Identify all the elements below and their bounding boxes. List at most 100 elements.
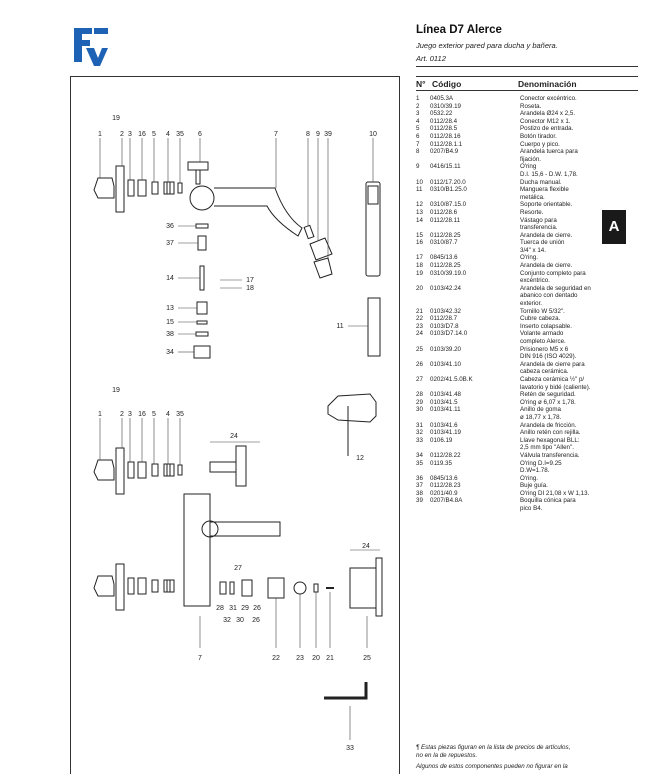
cell-code: 0112/28.7 — [430, 315, 458, 323]
cell-name: Postizo de entrada. — [520, 125, 574, 133]
part-39 — [313, 257, 333, 279]
cell-name: Volante armado — [520, 330, 564, 338]
part-8 — [303, 224, 315, 240]
cell-name: DIN 916 (ISO 4029). — [520, 353, 577, 361]
eccentric-connector-top — [93, 177, 115, 199]
cell-name: Vástago para — [520, 216, 557, 224]
cell-code: 0207/B4.8A — [430, 497, 463, 505]
cell-no: 20 — [416, 284, 423, 292]
cell-code — [428, 338, 520, 346]
body-spout-top — [214, 187, 303, 237]
footnote-line: ¶ Estas piezas figuran en la lista de pr… — [416, 744, 571, 751]
cell-code: 0112/17.20.0 — [430, 178, 466, 186]
cell-name: ø 18,77 x 1,78. — [520, 413, 562, 421]
callout-2-top: 2 — [120, 131, 124, 138]
callout-18: 18 — [246, 285, 254, 292]
cell-name: Roseta. — [520, 102, 542, 110]
cell-no: 36 — [416, 474, 423, 482]
cell-name: D.I. 15,6 - D.W. 1,78. — [520, 170, 578, 178]
inlet-top — [151, 181, 159, 195]
cell-name: Llave hexagonal BLL: — [520, 436, 580, 444]
callout-11: 11 — [336, 323, 343, 330]
table-row: 3/4" x 14. — [416, 247, 638, 255]
cell-no — [416, 277, 428, 285]
cell-name: Arandela de cierre. — [520, 262, 573, 270]
cell-no: 28 — [416, 391, 423, 399]
cell-name: metálica. — [520, 193, 545, 201]
guide-bush-37 — [197, 235, 207, 251]
connector-top — [163, 181, 175, 195]
callout-9: 9 — [316, 131, 320, 138]
cell-code — [428, 414, 520, 422]
cell-code: 0112/28.5 — [430, 125, 458, 133]
cell-name: exterior. — [520, 300, 543, 308]
cell-code — [428, 300, 520, 308]
cell-no — [416, 444, 428, 452]
o-ring-35-top — [177, 182, 183, 194]
cell-name: excéntrico. — [520, 277, 550, 285]
eccentric-connector-bottom — [93, 459, 115, 481]
callout-16-bottom: 16 — [138, 411, 146, 418]
callout-23: 23 — [296, 655, 304, 662]
cell-no: 18 — [416, 262, 423, 270]
cell-no: 31 — [416, 421, 423, 429]
cell-name: Conector excéntrico. — [520, 95, 577, 102]
cell-code: 0310/39.19.0 — [430, 269, 467, 277]
cell-no: 5 — [416, 125, 420, 133]
cell-no: 21 — [416, 307, 423, 315]
cell-name: Cuerpo y pico. — [520, 140, 560, 148]
cell-code: 0310/87.7 — [430, 239, 458, 247]
callout-4-bottom: 4 — [166, 411, 170, 418]
callout-26-b: 26 — [252, 617, 260, 624]
cell-code: 0103/41.5 — [430, 398, 458, 406]
cell-name: Válvula transferencia. — [520, 451, 580, 459]
callout-19-top: 19 — [112, 115, 120, 122]
cell-name: O'ring D.I=9.25 — [520, 459, 562, 467]
callout-2-bottom: 2 — [120, 411, 124, 418]
cell-name: Conjunto completo para — [520, 269, 586, 277]
cell-no: 19 — [416, 269, 423, 277]
cell-code: 0103/D7.8 — [430, 322, 459, 330]
table-row: 19 0310/39.19.0 Conjunto completo para — [416, 270, 638, 278]
fv-logo — [74, 28, 108, 66]
parts-table-header: N° Código Denominación — [416, 77, 638, 91]
washer-top — [127, 179, 135, 197]
cell-code: 0112/28.6 — [430, 208, 458, 216]
body-7-bottom — [183, 493, 211, 607]
cell-no — [416, 505, 428, 513]
page-subtitle: Juego exterior pared para ducha y bañera… — [416, 41, 558, 50]
callout-29: 29 — [241, 605, 249, 612]
cell-code: 0103/41.10 — [430, 360, 461, 368]
cell-code — [428, 224, 520, 232]
cell-code: 0202/41.5.0B.K — [430, 375, 473, 383]
cell-code: 0103/42.32 — [430, 307, 461, 315]
cell-no: 33 — [416, 436, 423, 444]
callout-5-bottom: 5 — [152, 411, 156, 418]
cell-name: Manguera flexible — [520, 186, 569, 194]
cell-no: 9 — [416, 163, 420, 171]
cell-no: 10 — [416, 178, 423, 186]
callout-16-top: 16 — [138, 131, 146, 138]
callout-35-top: 35 — [176, 131, 184, 138]
cell-name: cabeza cerámica. — [520, 368, 569, 376]
cell-name: abanico con dentado — [520, 292, 578, 300]
callout-17: 17 — [246, 277, 254, 284]
cell-code — [428, 171, 520, 179]
cell-name: pico B4. — [520, 505, 543, 513]
callout-24-mid: 24 — [230, 433, 238, 440]
